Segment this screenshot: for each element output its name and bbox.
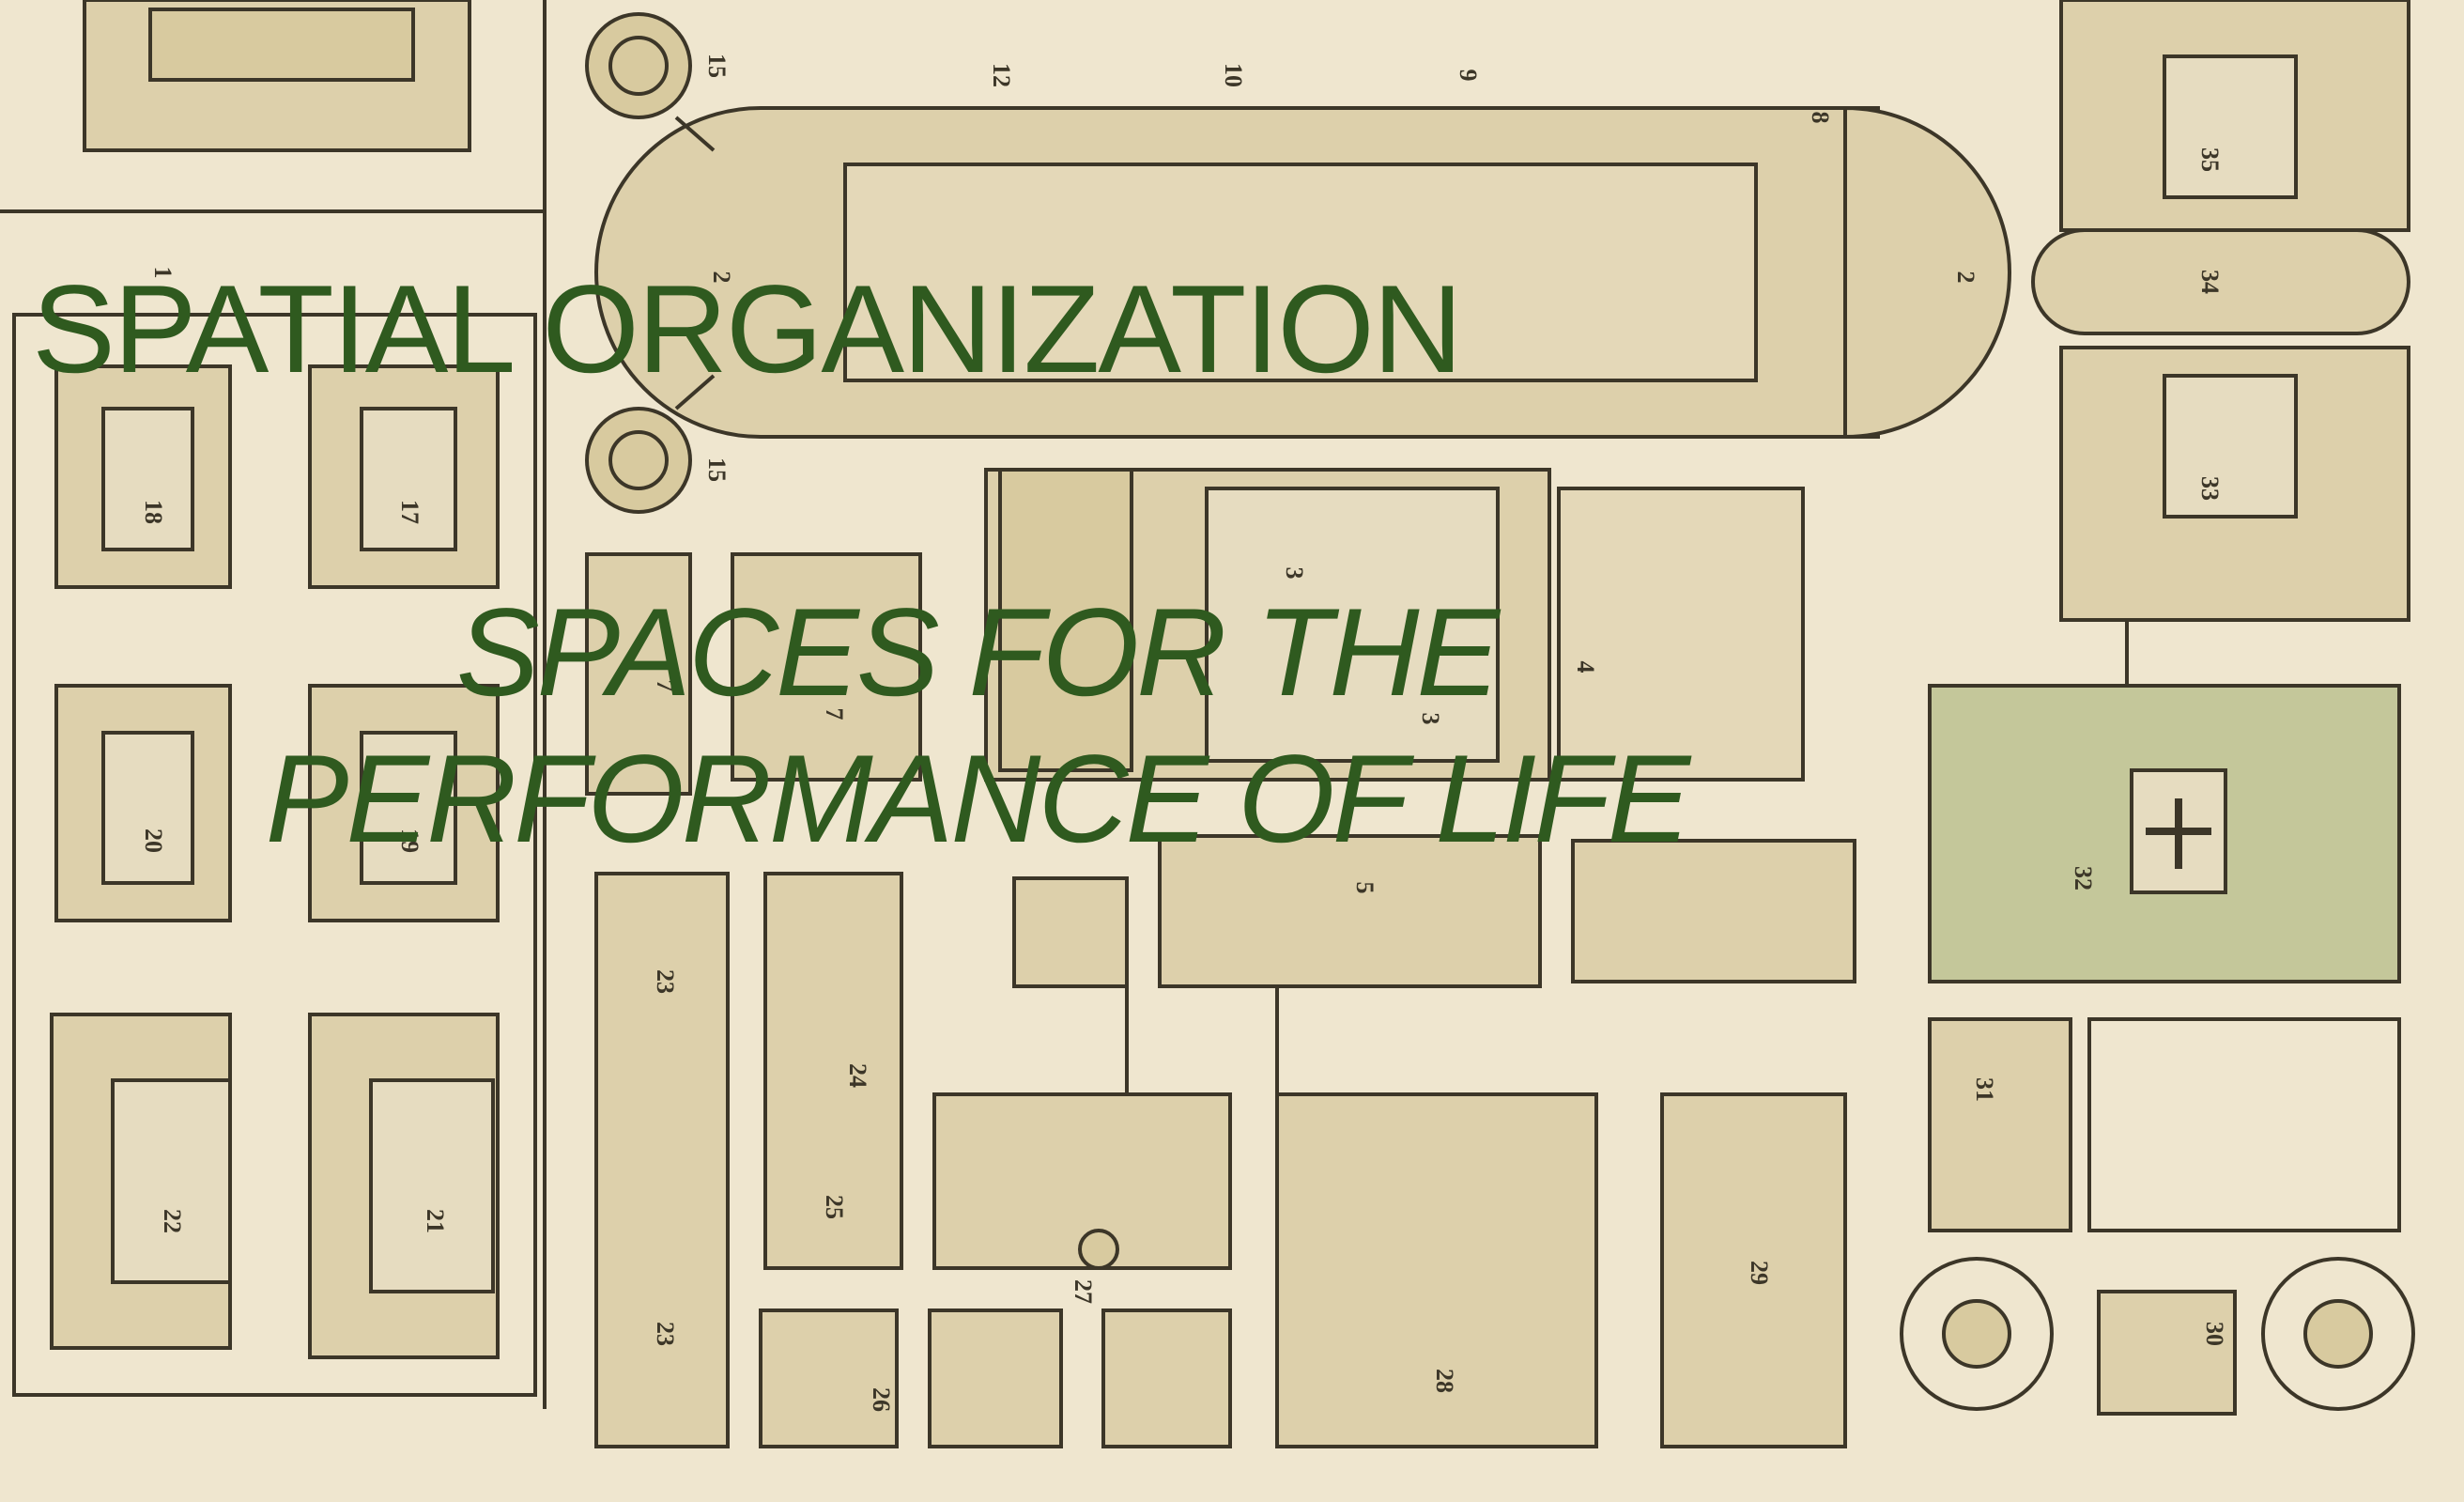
plan-label: 5 bbox=[1351, 882, 1378, 894]
plan-label: 17 bbox=[396, 500, 424, 524]
plan-label: 18 bbox=[140, 500, 167, 524]
plan-label: 30 bbox=[2201, 1322, 2228, 1346]
plan-room bbox=[2031, 228, 2410, 335]
plan-room bbox=[1928, 1017, 2072, 1232]
plan-room bbox=[928, 1308, 1063, 1448]
plan-label: 20 bbox=[140, 828, 167, 853]
church-apse bbox=[1843, 105, 2011, 440]
plan-label: 12 bbox=[988, 63, 1015, 87]
plan-room bbox=[111, 1078, 232, 1284]
slide-subtitle: SPACES FOR THE PERFORMANCE OF LIFE bbox=[0, 581, 1953, 873]
slide-title: SPATIAL ORGANIZATION bbox=[32, 260, 1463, 399]
plan-label: 10 bbox=[1220, 63, 1247, 87]
plan-label: 1 bbox=[149, 267, 177, 279]
plan-room bbox=[1012, 876, 1129, 988]
plan-room bbox=[148, 8, 415, 82]
church-aisle bbox=[843, 163, 1758, 382]
plan-room bbox=[2163, 374, 2298, 519]
plan-label: 27 bbox=[1070, 1279, 1097, 1304]
plan-room bbox=[2163, 54, 2298, 199]
plan-label: 19 bbox=[396, 828, 424, 853]
plan-label: 26 bbox=[868, 1387, 895, 1412]
plan-label: 35 bbox=[2196, 147, 2224, 172]
cross-icon bbox=[2146, 798, 2211, 869]
plan-room bbox=[101, 731, 194, 885]
plan-room bbox=[731, 552, 922, 782]
plan-label: 24 bbox=[844, 1063, 871, 1088]
plan-room bbox=[1571, 839, 1856, 983]
plan-room bbox=[1557, 487, 1805, 782]
plan-block bbox=[2087, 1017, 2401, 1232]
plan-room bbox=[585, 552, 692, 796]
plan-label: 9 bbox=[1455, 70, 1482, 82]
plan-label: 31 bbox=[1971, 1077, 1998, 1102]
plan-label: 32 bbox=[2070, 866, 2097, 890]
plan-label: 15 bbox=[703, 54, 731, 78]
plan-room bbox=[360, 407, 457, 551]
plan-label: 23 bbox=[652, 1322, 679, 1346]
plan-label: 21 bbox=[422, 1209, 449, 1233]
slide-subtitle-line1: SPACES FOR THE bbox=[455, 583, 1500, 722]
plan-label: 25 bbox=[821, 1195, 848, 1219]
plan-label: 7 bbox=[821, 708, 848, 720]
plan-label: 34 bbox=[2196, 270, 2224, 294]
plan-label: 29 bbox=[1746, 1261, 1773, 1285]
cloister-court bbox=[1205, 487, 1500, 763]
plan-room bbox=[1660, 1092, 1847, 1448]
plan-label: 33 bbox=[2196, 476, 2224, 501]
plan-room bbox=[998, 468, 1133, 772]
plan-label: 8 bbox=[1807, 112, 1834, 124]
plan-room bbox=[360, 731, 457, 885]
plan-label: 4 bbox=[1572, 661, 1599, 674]
plan-label: 28 bbox=[1431, 1369, 1458, 1393]
plan-label: 2 bbox=[708, 271, 735, 284]
plan-room bbox=[1275, 1092, 1598, 1448]
plan-room bbox=[101, 407, 194, 551]
plan-room bbox=[369, 1078, 495, 1293]
plan-room bbox=[763, 872, 903, 1270]
plan-room bbox=[1158, 834, 1542, 988]
plan-room bbox=[1101, 1308, 1232, 1448]
slide-subtitle-line2: PERFORMANCE OF LIFE bbox=[265, 729, 1691, 869]
plan-label: 3 bbox=[1417, 713, 1444, 725]
plan-room bbox=[759, 1308, 899, 1448]
plan-label: 7 bbox=[652, 680, 679, 692]
plan-label: 2 bbox=[1952, 271, 1979, 284]
plan-room bbox=[594, 872, 730, 1448]
plan-label: 15 bbox=[703, 457, 731, 482]
plan-label: 23 bbox=[652, 969, 679, 994]
plan-room bbox=[2097, 1290, 2237, 1416]
plan-label: 3 bbox=[1281, 567, 1308, 580]
plan-label: 22 bbox=[159, 1209, 186, 1233]
